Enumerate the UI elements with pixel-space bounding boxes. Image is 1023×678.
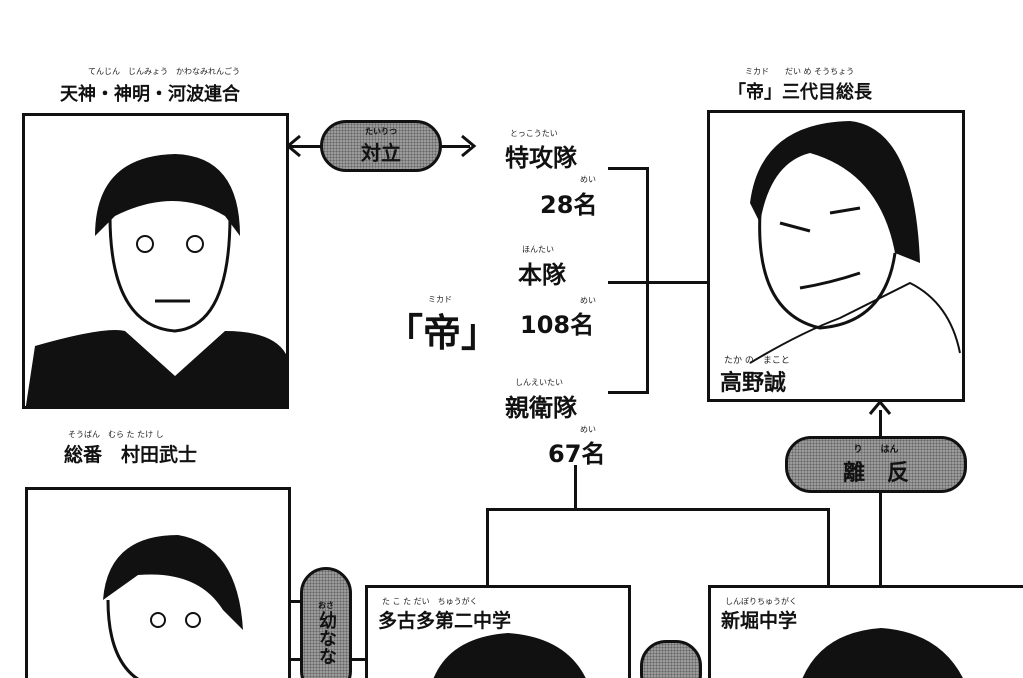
mikado-gang-title: 「帝」 <box>385 311 500 355</box>
childhood-friend-label: おさ 幼なな <box>300 567 352 678</box>
unit-ruby: ほんたい <box>522 245 554 254</box>
character-illustration <box>802 628 963 678</box>
pill-ruby: おさ <box>318 601 334 610</box>
caption-ruby: てんじん じんみょう かわなみれんごう <box>88 67 240 76</box>
arrow-right-icon <box>461 134 477 158</box>
unit-name-guard: 親衛隊 <box>505 394 577 422</box>
school-ruby: た こ た だい ちゅうがく <box>382 597 478 606</box>
unit-count: 28名 <box>540 191 598 219</box>
panel-mikado-leader: たか の まこと 高野誠 <box>707 110 965 402</box>
unit-name-main: 本隊 <box>518 261 566 289</box>
unit-name-special-attack: 特攻隊 <box>505 144 577 172</box>
panel-murata <box>25 487 291 678</box>
connector-line <box>288 600 302 603</box>
school-name: 多古多第二中学 <box>378 610 512 632</box>
school-name: 新堀中学 <box>721 610 798 632</box>
count-ruby: めい <box>580 425 596 434</box>
defection-label: り はん 離 反 <box>785 436 967 493</box>
pill-ruby: り はん <box>853 445 899 455</box>
connector-line <box>486 508 489 588</box>
connector-line <box>574 465 577 511</box>
character-illustration <box>433 633 586 678</box>
leader-name-caption: 総番 村田武士 <box>64 444 198 466</box>
character-illustration <box>25 154 286 406</box>
unit-count: 67名 <box>548 440 606 468</box>
connector-line <box>879 410 882 588</box>
unit-count: 108名 <box>520 311 595 339</box>
character-illustration <box>103 535 243 678</box>
small-label-pill <box>640 640 702 678</box>
panel-alliance-leader <box>22 113 289 409</box>
character-illustration <box>749 121 961 364</box>
caption-ruby: ミカド だい め そうちょう <box>745 67 855 76</box>
unit-ruby: とっこうたい <box>510 129 558 138</box>
leader-name: 高野誠 <box>720 371 787 396</box>
school-ruby: しんぼりちゅうがく <box>725 597 797 606</box>
alliance-caption: 天神・神明・河波連合 <box>60 84 240 105</box>
title-ruby: ミカド <box>428 295 452 304</box>
count-ruby: めい <box>580 175 596 184</box>
bracket-tick-bottom <box>608 391 649 394</box>
pill-ruby: たいりつ <box>364 127 398 136</box>
opposition-label: たいりつ 対立 <box>320 120 442 172</box>
connector-line <box>827 508 830 588</box>
pill-text: 幼なな <box>316 611 337 665</box>
count-ruby: めい <box>580 296 596 305</box>
arrow-up-icon <box>868 399 892 415</box>
unit-ruby: しんえいたい <box>515 378 563 387</box>
bracket-tick-mid <box>608 281 708 284</box>
leader-title-caption: 「帝」三代目総長 <box>728 82 872 103</box>
caption-ruby: そうばん むら た たけ し <box>68 430 164 439</box>
pill-text: 対立 <box>361 141 401 165</box>
pill-text: 離 反 <box>842 461 909 486</box>
connector-line <box>486 508 830 511</box>
bracket-tick-top <box>608 167 649 170</box>
panel-takota-school: た こ た だい ちゅうがく 多古多第二中学 <box>365 585 631 678</box>
name-ruby: たか の まこと <box>724 356 790 366</box>
arrow-left-icon <box>285 134 301 158</box>
panel-shinbori-school: しんぼりちゅうがく 新堀中学 <box>708 585 1023 678</box>
